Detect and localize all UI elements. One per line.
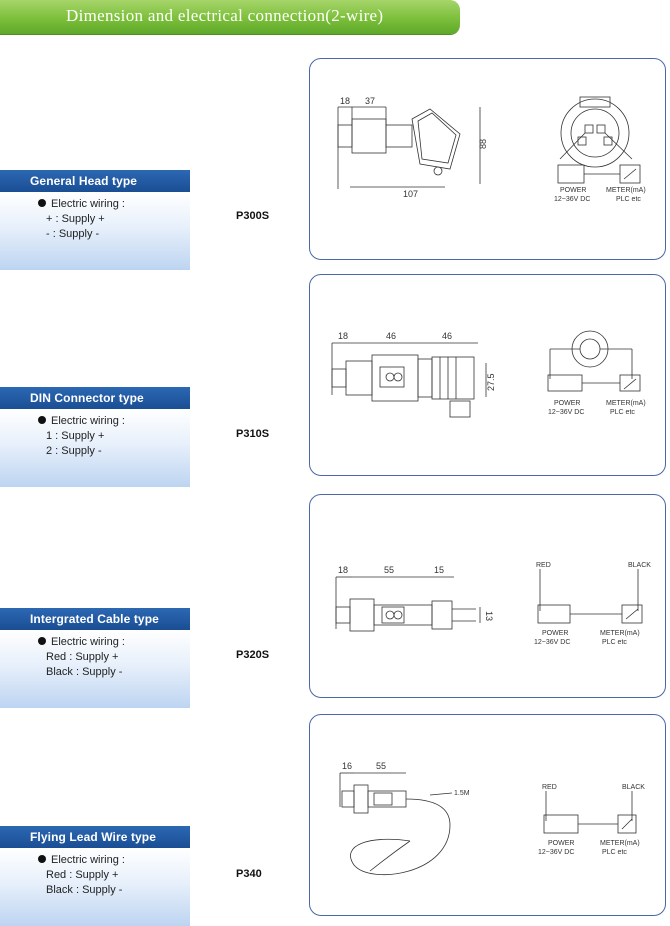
- meter-sub: PLC etc: [602, 639, 627, 646]
- dim-label: 37: [365, 96, 375, 106]
- power-range: 12~36V DC: [538, 849, 574, 856]
- wiring-title: Electric wiring :: [38, 854, 125, 866]
- dim-label: 18: [340, 96, 350, 106]
- wiring-line: Red : Supply +: [46, 869, 119, 881]
- wiring-line: 1 : Supply +: [46, 430, 105, 442]
- power-label: POWER: [542, 630, 568, 637]
- dim-label: 46: [442, 331, 452, 341]
- section-label-flying-lead: Flying Lead Wire type Electric wiring : …: [0, 826, 190, 926]
- diagram-panel-p310s: 18 46 46 27.5 POWER 12~36V DC METER(mA) …: [309, 274, 666, 476]
- wiring-line: Black : Supply -: [46, 666, 123, 678]
- wiring-box: Electric wiring : + : Supply + - : Suppl…: [0, 192, 190, 270]
- red-label: RED: [542, 784, 557, 791]
- red-label: RED: [536, 562, 551, 569]
- power-label: POWER: [548, 840, 574, 847]
- wiring-line: 2 : Supply -: [46, 445, 102, 457]
- diagram-panel-p320s: 18 55 15 13 RED BLACK POWER 12~36V DC ME…: [309, 494, 666, 698]
- wiring-line: + : Supply +: [46, 213, 105, 225]
- dim-label: 107: [403, 189, 418, 199]
- wiring-box: Electric wiring : 1 : Supply + 2 : Suppl…: [0, 409, 190, 487]
- wiring-title: Electric wiring :: [38, 415, 125, 427]
- dim-label: 1.5M: [454, 790, 470, 797]
- diagram-panel-p300s: 18 37 107 88 POWER 12~36V DC METER(mA) P…: [309, 58, 666, 260]
- section-label-general-head: General Head type Electric wiring : + : …: [0, 170, 190, 270]
- meter-sub: PLC etc: [610, 409, 635, 416]
- model-label: P300S: [236, 210, 270, 222]
- dim-label: 55: [384, 565, 394, 575]
- meter-label: METER(mA): [600, 840, 640, 847]
- wiring-box: Electric wiring : Red : Supply + Black :…: [0, 848, 190, 926]
- meter-sub: PLC etc: [616, 196, 641, 203]
- dim-label: 88: [478, 139, 488, 149]
- dim-label: 13: [484, 611, 494, 621]
- p300s-drawing: 18 37 107 88 POWER 12~36V DC METER(mA) P…: [337, 96, 646, 203]
- wiring-line: Red : Supply +: [46, 651, 119, 663]
- meter-label: METER(mA): [600, 630, 640, 637]
- section-label-integrated-cable: Intergrated Cable type Electric wiring :…: [0, 608, 190, 708]
- dim-label: 15: [434, 565, 444, 575]
- power-label: POWER: [560, 187, 586, 194]
- dim-label: 46: [386, 331, 396, 341]
- power-range: 12~36V DC: [548, 409, 584, 416]
- type-label: Intergrated Cable type: [0, 608, 190, 630]
- dim-label: 16: [342, 761, 352, 771]
- p310s-drawing: 18 46 46 27.5 POWER 12~36V DC METER(mA) …: [331, 330, 646, 418]
- diagram-panel-p340: 16 55 1.5M RED BLACK POWER 12~36V DC MET…: [309, 714, 666, 916]
- black-label: BLACK: [628, 562, 651, 569]
- type-label: DIN Connector type: [0, 387, 190, 409]
- wiring-line: - : Supply -: [46, 228, 100, 240]
- wiring-title: Electric wiring :: [38, 636, 125, 648]
- meter-label: METER(mA): [606, 187, 646, 194]
- type-label: Flying Lead Wire type: [0, 826, 190, 848]
- model-label: P310S: [236, 428, 270, 440]
- dim-label: 27.5: [486, 373, 496, 391]
- wiring-box: Electric wiring : Red : Supply + Black :…: [0, 630, 190, 708]
- power-range: 12~36V DC: [534, 639, 570, 646]
- section-label-din-connector: DIN Connector type Electric wiring : 1 :…: [0, 387, 190, 487]
- title-bar: Dimension and electrical connection(2-wi…: [0, 0, 460, 34]
- power-label: POWER: [554, 400, 580, 407]
- type-label: General Head type: [0, 170, 190, 192]
- power-range: 12~36V DC: [554, 196, 590, 203]
- page-title: Dimension and electrical connection(2-wi…: [66, 6, 384, 25]
- meter-sub: PLC etc: [602, 849, 627, 856]
- model-label: P340: [236, 868, 262, 880]
- black-label: BLACK: [622, 784, 645, 791]
- p320s-drawing: 18 55 15 13 RED BLACK POWER 12~36V DC ME…: [335, 562, 651, 646]
- dim-label: 55: [376, 761, 386, 771]
- model-label: P320S: [236, 649, 270, 661]
- p340-drawing: 16 55 1.5M RED BLACK POWER 12~36V DC MET…: [339, 761, 645, 876]
- dim-label: 18: [338, 565, 348, 575]
- wiring-line: Black : Supply -: [46, 884, 123, 896]
- wiring-title: Electric wiring :: [38, 198, 125, 210]
- meter-label: METER(mA): [606, 400, 646, 407]
- dim-label: 18: [338, 331, 348, 341]
